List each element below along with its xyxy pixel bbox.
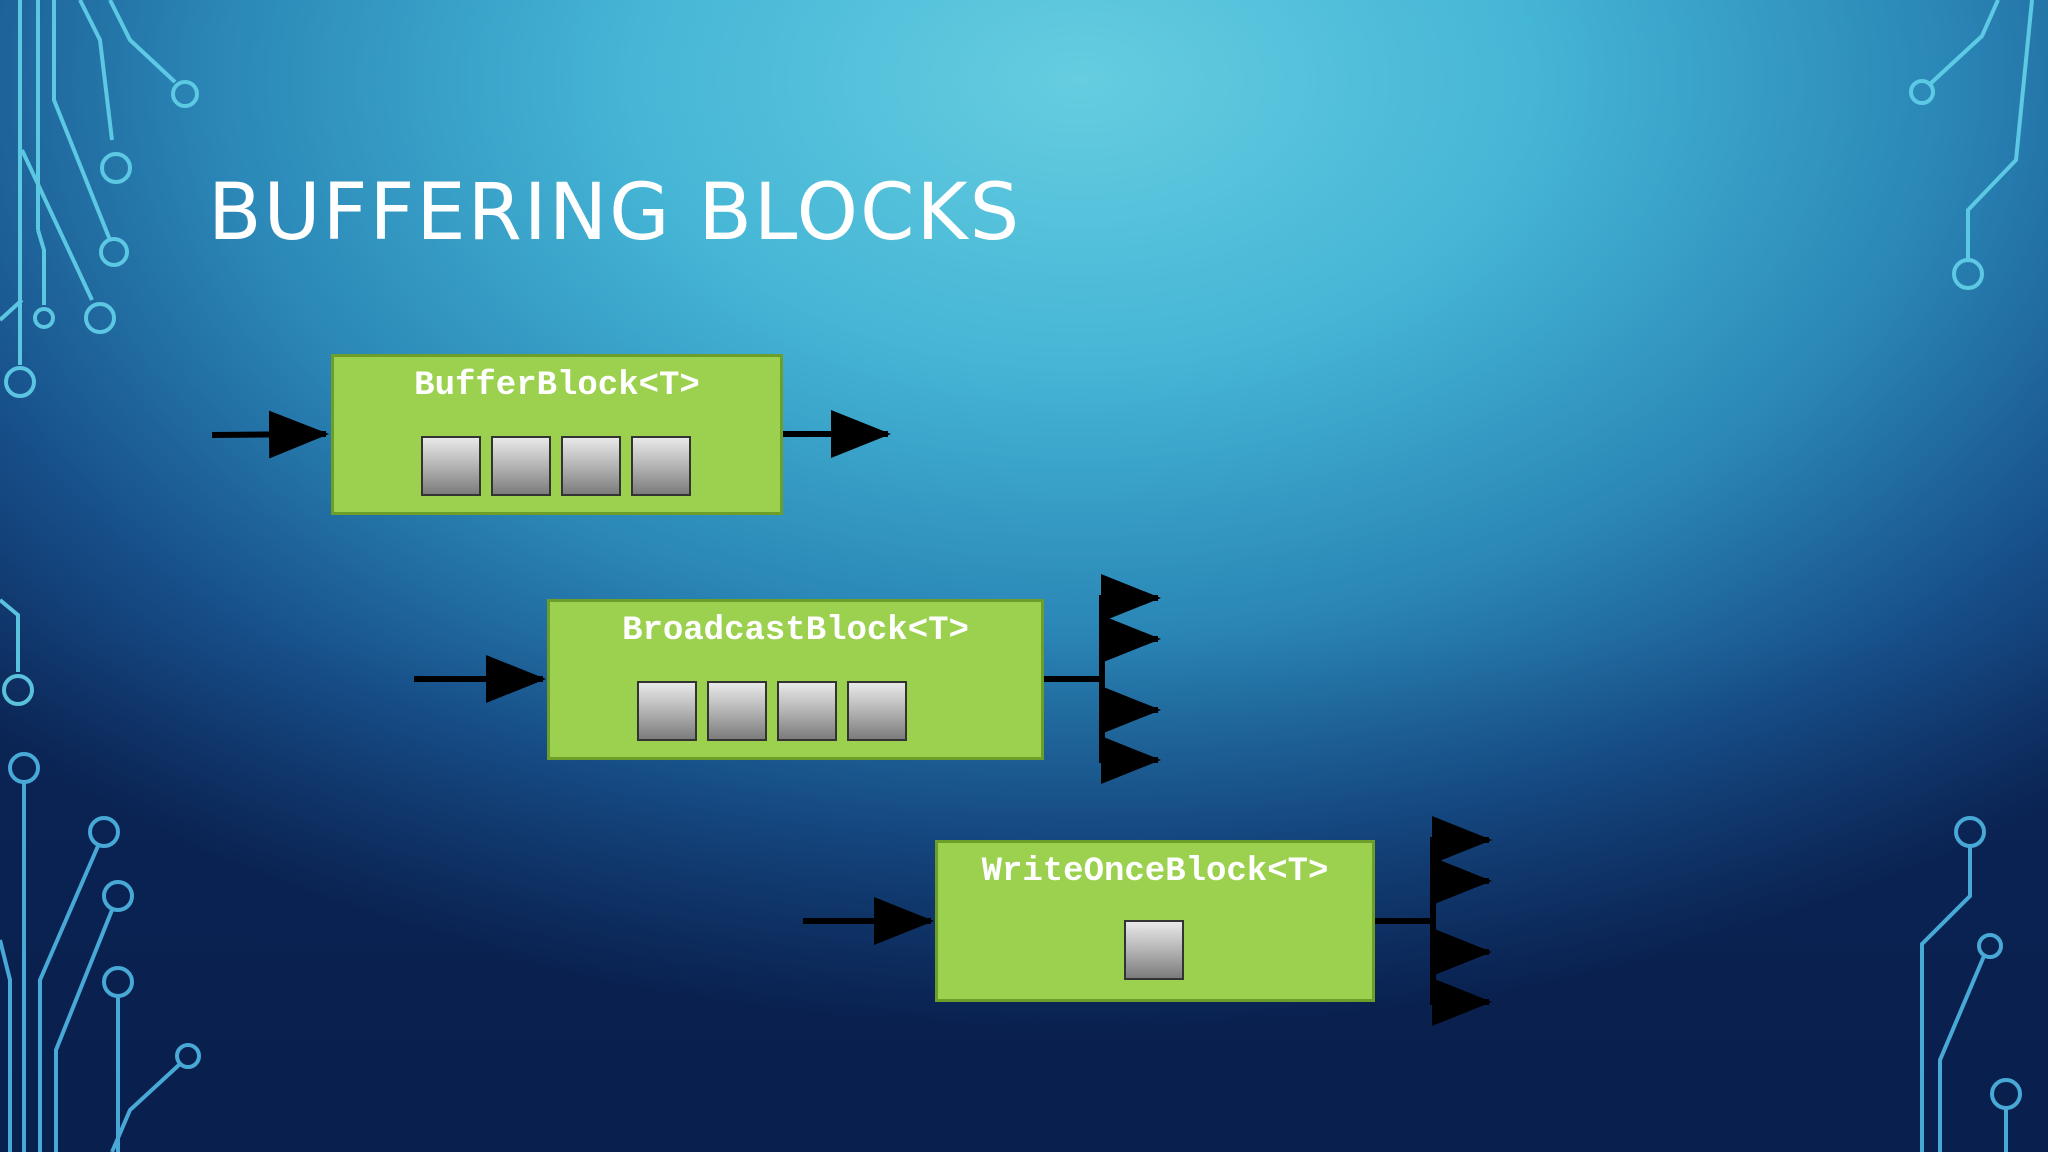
queue-cell	[421, 436, 481, 496]
broadcast-block-label: BroadcastBlock<T>	[622, 612, 969, 650]
circuit-decoration-bottom-left	[0, 752, 201, 1152]
queue-cell	[631, 436, 691, 496]
circuit-decoration-top-right	[1909, 0, 2034, 290]
queue-cell	[637, 681, 697, 741]
buffer-block-input-arrow	[211, 410, 329, 459]
buffer-block: BufferBlock<T>	[331, 354, 783, 515]
queue-cell	[707, 681, 767, 741]
broadcast-block: BroadcastBlock<T>	[547, 599, 1044, 760]
circuit-decoration-bottom-right	[1920, 816, 2022, 1152]
queue-cell	[561, 436, 621, 496]
queue-cell	[777, 681, 837, 741]
queue-cell	[491, 436, 551, 496]
queue-cell	[847, 681, 907, 741]
queue-cell	[1124, 920, 1184, 980]
circuit-decoration-top-left	[0, 0, 199, 398]
slide-title: BUFFERING BLOCKS	[208, 168, 1022, 258]
buffer-block-label: BufferBlock<T>	[414, 367, 700, 405]
circuit-decoration-left-middle	[0, 598, 34, 706]
broadcast-block-arrows	[414, 574, 1161, 784]
write-once-block: WriteOnceBlock<T>	[935, 840, 1375, 1002]
write-once-block-arrows	[803, 816, 1492, 1026]
write-once-block-label: WriteOnceBlock<T>	[981, 853, 1329, 891]
buffer-block-arrows	[211, 410, 891, 459]
